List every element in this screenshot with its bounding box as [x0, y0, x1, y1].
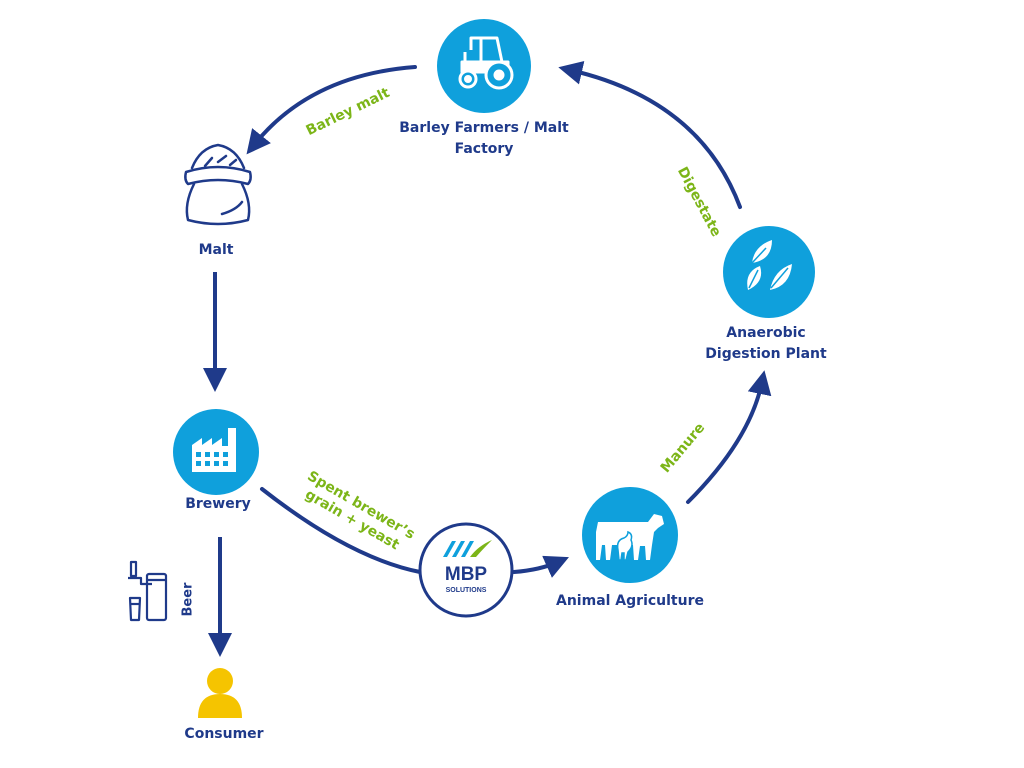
- digestion-label: Anaerobic Digestion Plant: [686, 323, 846, 365]
- mbp-logo: MBP SOLUTIONS: [443, 540, 492, 594]
- mbp-node: MBP SOLUTIONS: [418, 522, 514, 618]
- leaves-icon: [747, 240, 792, 290]
- arrow-farmers-to-malt: [246, 65, 417, 155]
- flow-label-beer: Beer: [180, 582, 196, 617]
- mbp-tagline-text: SOLUTIONS: [446, 587, 487, 594]
- farmers-label-line1: Barley Farmers / Malt: [399, 120, 569, 136]
- tractor-icon: [458, 36, 514, 90]
- malt-label: Malt: [198, 242, 234, 258]
- farmers-node: [437, 19, 531, 113]
- arrow-mbp-to-animal: [512, 555, 569, 578]
- animal-node: [582, 487, 678, 583]
- animal-label: Animal Agriculture: [556, 593, 704, 609]
- beer-tap-icon: [128, 560, 168, 622]
- malt-sack-icon: [184, 143, 252, 226]
- digestion-label-line2: Digestion Plant: [705, 346, 827, 362]
- farmers-label: Barley Farmers / Malt Factory: [384, 118, 584, 160]
- mbp-brand-text: MBP: [445, 564, 488, 585]
- cow-chicken-icon: [596, 514, 664, 561]
- person-icon: [198, 668, 242, 718]
- farmers-label-line2: Factory: [454, 141, 514, 157]
- digestion-label-line1: Anaerobic: [726, 325, 806, 341]
- brewery-node: [173, 409, 259, 495]
- arrow-brewery-to-mbp: [260, 487, 422, 574]
- brewery-label: Brewery: [185, 496, 251, 512]
- consumer-label: Consumer: [184, 726, 264, 742]
- digestion-node: [723, 226, 815, 318]
- arrow-animal-to-digestion: [686, 370, 772, 504]
- arrow-digestion-to-farmers: [558, 61, 742, 209]
- factory-icon: [192, 428, 236, 472]
